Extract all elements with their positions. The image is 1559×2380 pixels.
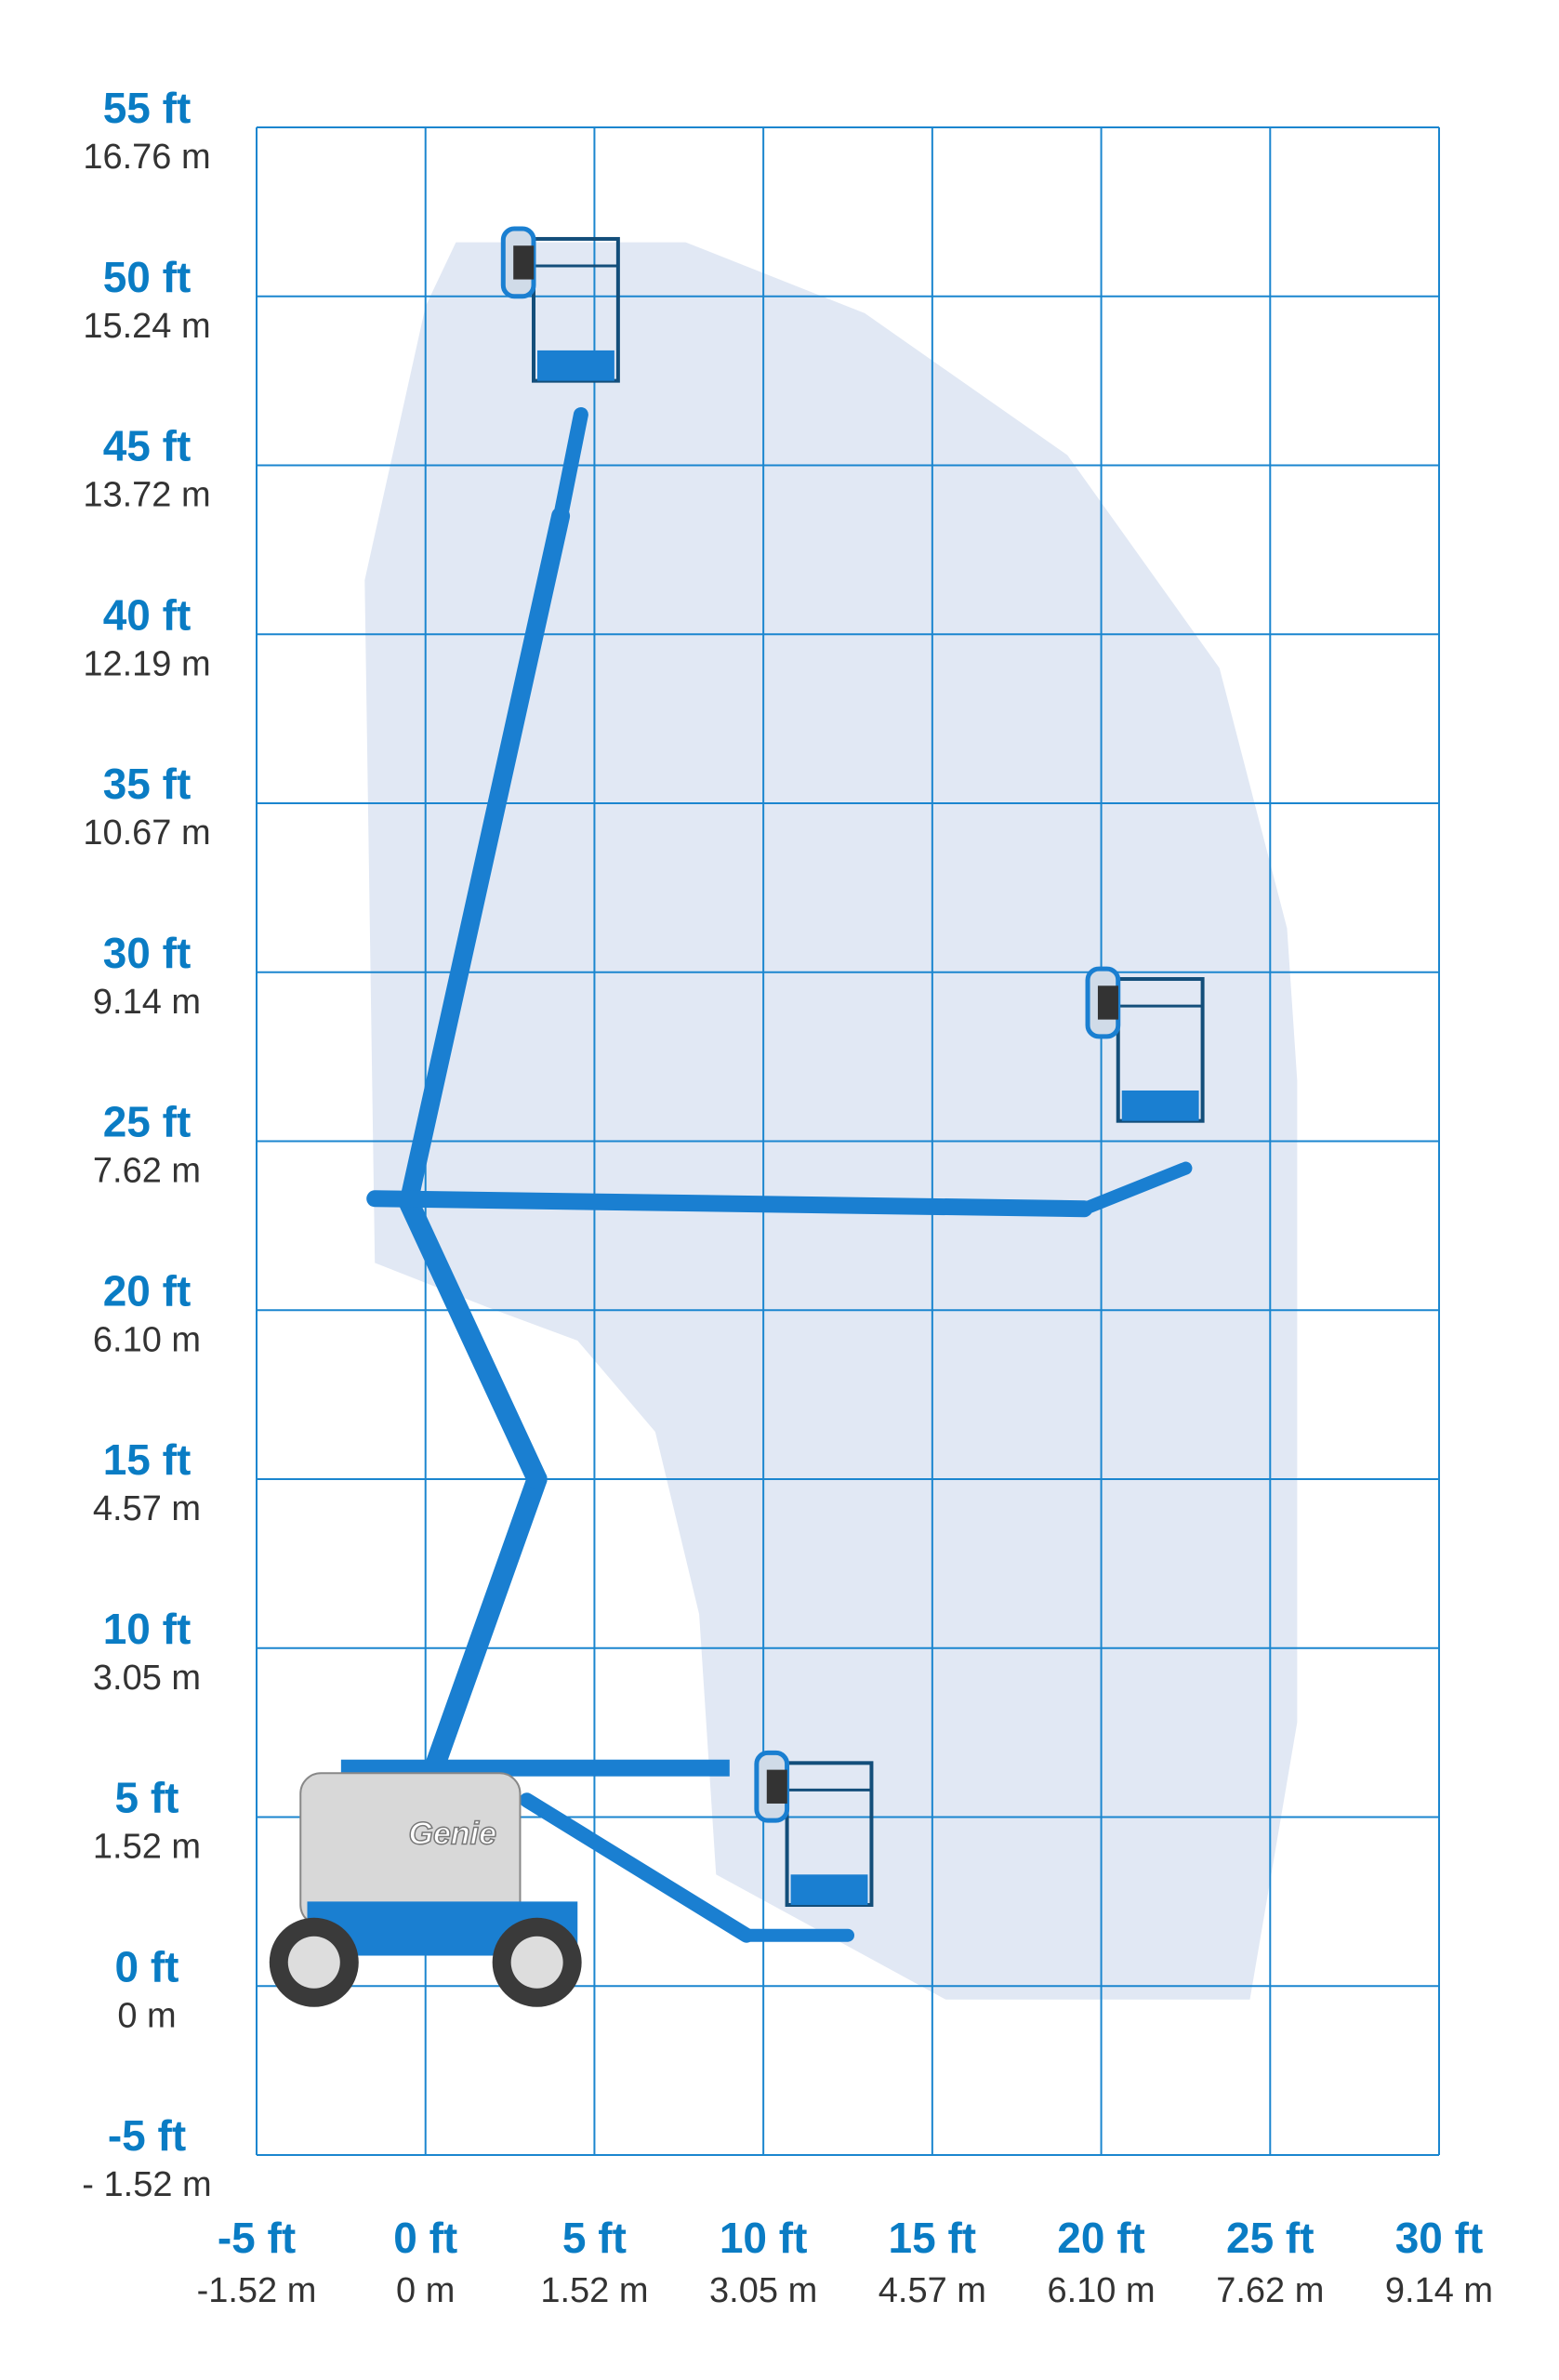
x-axis-labels: -5 ft -1.52 m 0 ft 0 m 5 ft 1.52 m 10 ft 3.05 m… <box>197 2214 1494 2310</box>
x-tick-label-ft: 5 ft <box>562 2214 627 2262</box>
y-tick-label-ft: 0 ft <box>115 1942 179 1990</box>
jib-position-1 <box>553 406 588 524</box>
y-tick-label-m: 10.67 m <box>83 813 210 853</box>
working-envelope-area <box>364 242 1298 2000</box>
x-tick-label-m: 4.57 m <box>879 2271 986 2310</box>
x-tick-label-ft: 10 ft <box>720 2214 808 2262</box>
y-tick-label-ft: 45 ft <box>103 422 192 470</box>
upper-boom-position-1 <box>399 507 571 1211</box>
y-tick-label-m: 16.76 m <box>83 138 210 177</box>
y-tick-label-m: - 1.52 m <box>82 2165 211 2204</box>
wheel-hub <box>510 1936 563 1989</box>
y-tick-label-ft: 30 ft <box>103 929 192 977</box>
jib-position-2 <box>1077 1161 1193 1216</box>
y-tick-label-ft: 55 ft <box>103 84 192 132</box>
x-tick-label-ft: 15 ft <box>889 2214 977 2262</box>
x-tick-label-ft: -5 ft <box>218 2214 296 2262</box>
genie-logo: Genie <box>409 1817 496 1852</box>
platform-floor <box>1121 1090 1199 1121</box>
y-tick-label-ft: 40 ft <box>103 590 192 639</box>
x-tick-label-m: 0 m <box>396 2271 455 2310</box>
y-tick-label-m: 7.62 m <box>93 1152 201 1191</box>
mid-boom <box>398 1191 548 1489</box>
x-tick-label-m: 1.52 m <box>540 2271 648 2310</box>
y-tick-label-ft: 50 ft <box>103 253 192 301</box>
x-tick-label-m: 3.05 m <box>709 2271 817 2310</box>
y-tick-label-m: 13.72 m <box>83 476 210 515</box>
y-tick-label-m: 9.14 m <box>93 983 201 1022</box>
control-panel <box>1097 985 1118 1020</box>
turntable-arm <box>340 1759 730 1777</box>
x-tick-label-ft: 20 ft <box>1057 2214 1145 2262</box>
platform-floor <box>537 350 614 381</box>
upper-boom-position-3 <box>519 1792 754 1943</box>
y-tick-label-m: 4.57 m <box>93 1489 201 1528</box>
y-tick-label-ft: 15 ft <box>103 1435 192 1484</box>
x-tick-label-m: 7.62 m <box>1216 2271 1324 2310</box>
y-axis-labels: 55 ft 16.76 m 50 ft 15.24 m 45 ft 13.72 m 40 f… <box>82 84 211 2204</box>
working-envelope <box>364 242 1298 2000</box>
y-tick-label-m: 12.19 m <box>83 644 210 683</box>
x-tick-label-m: 6.10 m <box>1047 2271 1155 2310</box>
control-panel <box>513 245 535 280</box>
y-tick-label-ft: -5 ft <box>108 2111 186 2160</box>
y-tick-label-ft: 20 ft <box>103 1266 192 1315</box>
y-tick-label-m: 0 m <box>117 1996 176 2035</box>
y-tick-label-m: 6.10 m <box>93 1320 201 1359</box>
x-tick-label-m: 9.14 m <box>1385 2271 1493 2310</box>
platform-rail <box>1116 977 1205 1123</box>
x-tick-label-m: -1.52 m <box>197 2271 317 2310</box>
wheel-hub <box>287 1936 340 1989</box>
x-tick-label-ft: 0 ft <box>393 2214 457 2262</box>
platform-position-1 <box>500 226 620 383</box>
upper-boom-position-2 <box>366 1190 1093 1218</box>
x-tick-label-ft: 25 ft <box>1226 2214 1315 2262</box>
y-tick-label-ft: 25 ft <box>103 1098 192 1146</box>
y-tick-label-ft: 10 ft <box>103 1605 192 1653</box>
y-tick-label-m: 1.52 m <box>93 1828 201 1867</box>
platform-position-3 <box>754 1750 874 1908</box>
y-tick-label-ft: 35 ft <box>103 760 192 808</box>
y-tick-label-ft: 5 ft <box>115 1774 179 1822</box>
y-tick-label-m: 15.24 m <box>83 307 210 346</box>
y-tick-label-m: 3.05 m <box>93 1659 201 1698</box>
x-tick-label-ft: 30 ft <box>1395 2214 1484 2262</box>
platform-position-2 <box>1085 966 1205 1123</box>
control-panel <box>766 1769 787 1804</box>
boom-lift-illustration: Genie <box>269 226 1205 2007</box>
platform-floor <box>790 1874 868 1906</box>
